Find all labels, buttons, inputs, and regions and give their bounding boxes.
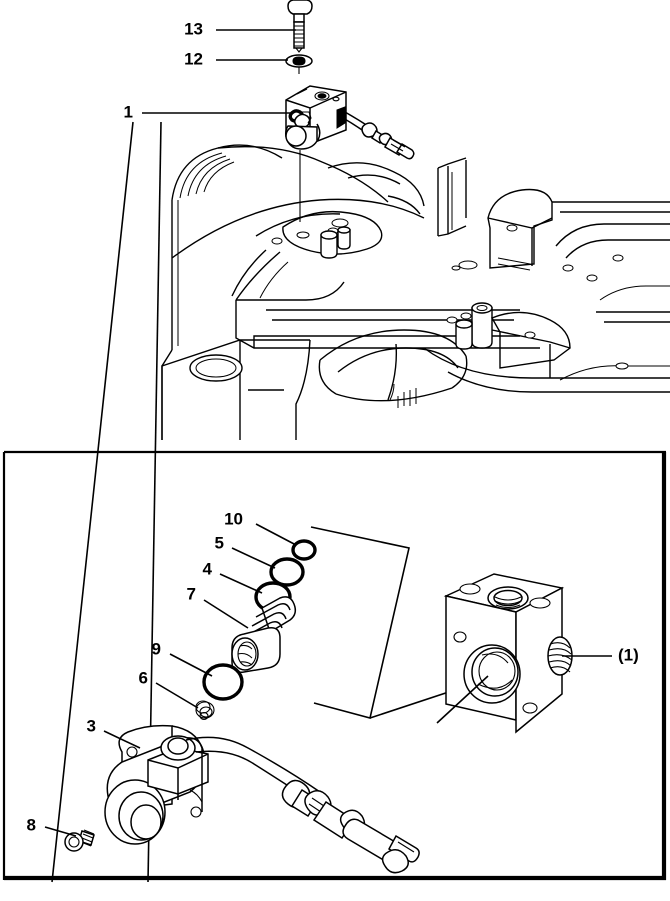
- callout-5: 5: [215, 533, 224, 552]
- callout-7: 7: [187, 584, 196, 603]
- leader-7: [203, 599, 249, 629]
- leader-5: [231, 547, 276, 569]
- leader-8: [44, 826, 77, 837]
- o-ring-small-part: [291, 539, 317, 561]
- callout-9: 9: [152, 639, 161, 658]
- callout-4: 4: [203, 559, 213, 578]
- valve-body-block-part: [436, 573, 573, 734]
- callout-3: 3: [87, 716, 96, 735]
- washer-part: [285, 54, 313, 74]
- leader-10: [255, 523, 297, 546]
- callout-1-parenthetical: (1): [618, 645, 639, 664]
- wire-harness-connector-part: [185, 736, 420, 874]
- callout-12: 12: [184, 49, 203, 68]
- detail-box-frame: [2, 450, 667, 881]
- leader-9: [169, 653, 213, 677]
- solenoid-coil-part: [104, 724, 209, 845]
- coil-spring-part: [195, 700, 215, 721]
- callout-1: 1: [124, 102, 133, 121]
- o-ring-seal-part: [202, 663, 244, 701]
- hex-head-bolt-part: [287, 0, 313, 53]
- leader-3: [103, 730, 141, 749]
- callout-10: 10: [224, 509, 243, 528]
- solenoid-valve-assembly-part: [284, 85, 415, 222]
- o-ring-medium-part: [269, 557, 305, 587]
- callout-leader-lines: [44, 29, 612, 837]
- callout-8: 8: [27, 815, 36, 834]
- leader-4: [219, 573, 263, 594]
- callout-13: 13: [184, 19, 203, 38]
- callout-6: 6: [139, 668, 148, 687]
- screw-part: [64, 829, 95, 852]
- leader-6: [155, 682, 199, 709]
- callout-labels: 13 12 1 10 5 4 7 9 6 3 8 (1): [27, 19, 639, 834]
- machine-chassis-illustration: [161, 144, 670, 440]
- threaded-cartridge-valve-part: [231, 596, 297, 674]
